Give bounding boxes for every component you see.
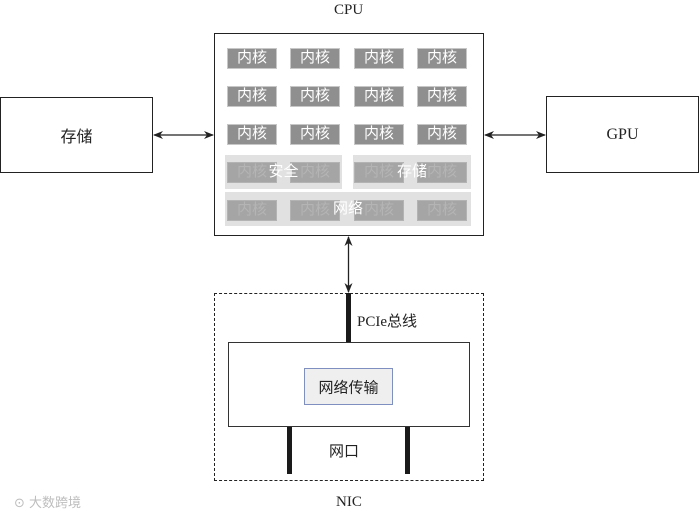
core: 内核: [290, 124, 340, 145]
storage-block: 存储: [0, 97, 153, 173]
network-transfer-block: 网络传输: [304, 368, 393, 405]
cpu-storage-label: 存储: [396, 164, 427, 180]
nic-title: NIC: [336, 494, 362, 510]
port-label: 网口: [329, 444, 360, 460]
storage-label: 存储: [60, 129, 93, 146]
port-line-left: [287, 427, 292, 474]
watermark: ⊙ 大数跨境: [14, 492, 81, 511]
core: 内核: [417, 48, 467, 69]
watermark-logo-icon: ⊙: [14, 496, 30, 511]
core: 内核: [290, 48, 340, 69]
pcie-bus-line: [346, 293, 351, 342]
core: 内核: [417, 86, 467, 107]
core: 内核: [290, 86, 340, 107]
core: 内核: [417, 124, 467, 145]
cpu-block: 内核 内核 内核 内核 内核 内核 内核 内核 内核 内核 内核 内核 内核 内…: [214, 33, 484, 236]
core: 内核: [354, 86, 404, 107]
security-label: 安全: [268, 164, 299, 180]
cpu-title: CPU: [334, 2, 364, 18]
core: 内核: [227, 48, 277, 69]
core: 内核: [354, 124, 404, 145]
gpu-label: GPU: [606, 125, 639, 143]
port-line-right: [405, 427, 410, 474]
network-region: 网络: [225, 192, 471, 226]
network-transfer-label: 网络传输: [318, 380, 379, 396]
watermark-text: 大数跨境: [29, 496, 82, 511]
pcie-bus-label: PCIe总线: [357, 314, 418, 330]
gpu-block: GPU: [546, 96, 699, 173]
storage-region: 存储: [353, 155, 471, 189]
core: 内核: [354, 48, 404, 69]
core: 内核: [227, 124, 277, 145]
network-label: 网络: [332, 201, 363, 217]
security-region: 安全: [225, 155, 342, 189]
core: 内核: [227, 86, 277, 107]
